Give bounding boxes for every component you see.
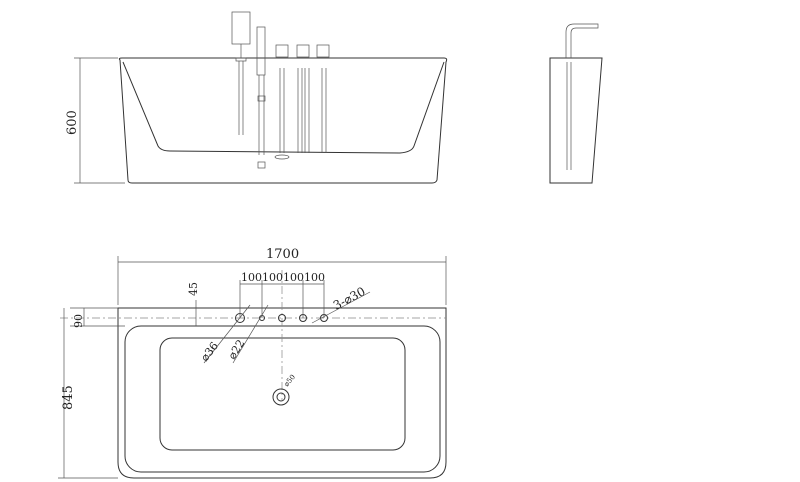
hand-shower-icon — [231, 11, 251, 45]
spacing-label: 100 — [304, 271, 325, 284]
spacing-label: 100 — [241, 271, 262, 284]
tub-inner-outline — [122, 61, 445, 154]
spout-icon — [256, 26, 266, 76]
plan-view: 1700 100 100 100 100 45 90 845 ⌀36 ⌀22 3… — [58, 247, 447, 479]
drain-icon — [272, 388, 290, 406]
side-view — [549, 23, 603, 184]
length-dimension-label: 1700 — [266, 247, 299, 262]
spacing-label: 100 — [283, 271, 304, 284]
plan-outline — [117, 307, 447, 479]
plan-basin — [159, 337, 406, 451]
side-spout-icon — [565, 23, 599, 58]
front-view: 600 — [65, 11, 448, 184]
hole-36-label: ⌀36 — [198, 340, 221, 364]
width-dimension-label: 845 — [61, 385, 76, 410]
hole-30 — [278, 314, 286, 322]
hole-22-label: ⌀22 — [226, 337, 248, 361]
tub-outline — [118, 57, 448, 184]
height-dimension-label: 600 — [65, 110, 80, 135]
drain-label: ⌀50 — [282, 373, 297, 388]
offset-90-label: 90 — [72, 314, 85, 328]
valve-handles — [274, 44, 330, 160]
offset-45-label: 45 — [187, 282, 200, 296]
side-outline — [549, 57, 603, 184]
spacing-label: 100 — [262, 271, 283, 284]
plan-rim — [124, 325, 441, 473]
